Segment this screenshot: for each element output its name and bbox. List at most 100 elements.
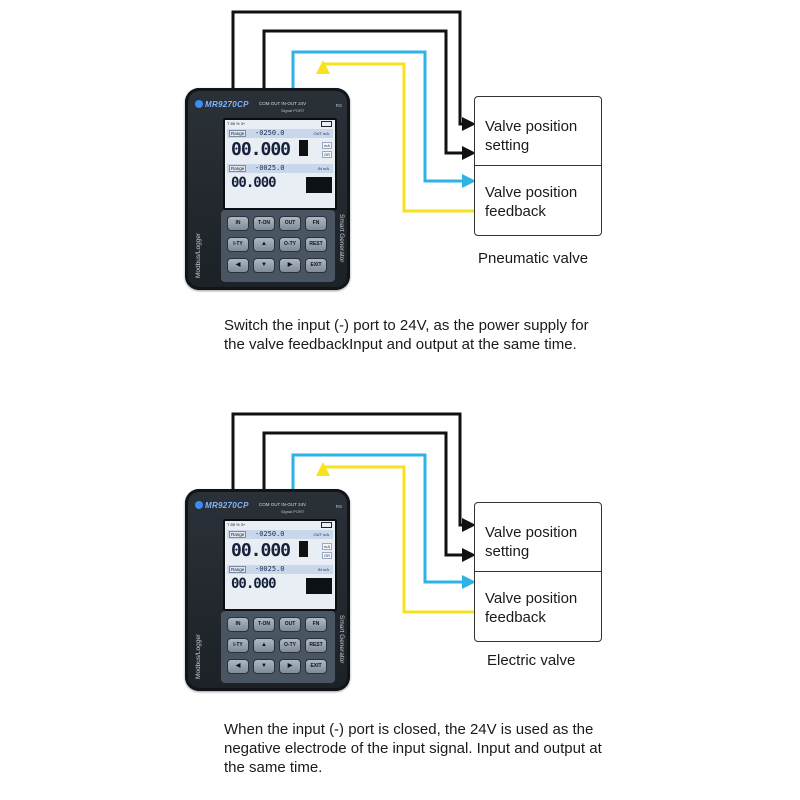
cursor-block	[299, 541, 308, 557]
arrow-feedback-in	[462, 575, 476, 589]
key-exit[interactable]: EXIT	[305, 659, 327, 674]
wire-black-inner	[262, 29, 468, 155]
arrow-feedback-out	[316, 462, 330, 476]
key-right-icon[interactable]: ▶	[279, 659, 301, 674]
valve-divider	[475, 165, 601, 166]
key-out[interactable]: OUT	[279, 216, 301, 231]
arrow-feedback-out	[316, 60, 330, 74]
device-screen: T 85 % 3+ Range -0250.0 OUT mA 00.000 mA…	[223, 118, 337, 210]
trend-graph	[306, 578, 332, 594]
unit-tag: mA	[322, 543, 332, 550]
valve-type-label: Electric valve	[487, 652, 576, 669]
key-exit[interactable]: EXIT	[305, 258, 327, 273]
wire-blue	[291, 50, 466, 183]
key-fn[interactable]: FN	[305, 216, 327, 231]
valve-divider	[475, 571, 601, 572]
key-in[interactable]: IN	[227, 617, 249, 632]
signal-generator-device: MR9270CP COM OUT IN-OUT 24V Signal PORT …	[185, 88, 350, 290]
keypad: IN T-ON OUT FN I-TY ▲ O-TY REST ◀ ▼ ▶ EX…	[221, 210, 335, 282]
range-label: Range	[229, 566, 247, 573]
key-rest[interactable]: REST	[305, 638, 327, 653]
status-bar: T 85 % 3+	[227, 522, 246, 527]
cursor-block	[299, 140, 308, 156]
side-label-right: Smart Generator	[338, 615, 345, 664]
key-rest[interactable]: REST	[305, 237, 327, 252]
key-i-ty[interactable]: I-TY	[227, 638, 249, 653]
key-up-icon[interactable]: ▲	[253, 237, 275, 252]
output-range-value: -0250.0	[255, 129, 285, 137]
range-label: Range	[229, 531, 247, 538]
key-out[interactable]: OUT	[279, 617, 301, 632]
input-unit: IN mA	[317, 567, 329, 572]
wiring-diagram	[231, 10, 476, 213]
arrow-setting-1	[462, 117, 476, 131]
output-unit: OUT mA	[313, 532, 329, 537]
key-fn[interactable]: FN	[305, 617, 327, 632]
side-label-left: Modbus/Logger	[195, 633, 202, 679]
valve-feedback-label: Valve position feedback	[485, 184, 578, 220]
valve-box: Valve position setting Valve position fe…	[474, 96, 602, 236]
valve-feedback-label: Valve position feedback	[485, 590, 578, 626]
wire-blue	[291, 453, 466, 584]
valve-box: Valve position setting Valve position fe…	[474, 502, 602, 642]
signal-generator-device: MR9270CP COM OUT IN-OUT 24V Signal PORT …	[185, 489, 350, 691]
valve-setting-label: Valve position setting	[485, 118, 578, 154]
key-i-ty[interactable]: I-TY	[227, 237, 249, 252]
output-reading: 00.000	[231, 139, 291, 160]
device-brand: MR9270CP	[205, 501, 249, 510]
arrow-setting-1	[462, 518, 476, 532]
key-right-icon[interactable]: ▶	[279, 258, 301, 273]
range-label: Range	[229, 130, 247, 137]
battery-icon	[321, 121, 332, 127]
key-o-ty[interactable]: O-TY	[279, 638, 301, 653]
panel-caption: When the input (-) port is closed, the 2…	[224, 721, 602, 776]
model-tag: RS	[335, 504, 342, 509]
input-unit: IN mA	[317, 166, 329, 171]
output-range-row: Range -0250.0 OUT mA	[227, 129, 333, 138]
model-tag: RS	[335, 103, 342, 108]
brand-logo-icon	[195, 100, 203, 108]
port-labels: COM OUT IN-OUT 24V	[259, 101, 307, 106]
arrow-setting-2	[462, 548, 476, 562]
side-label-right: Smart Generator	[338, 214, 345, 263]
arrow-setting-2	[462, 146, 476, 160]
key-in[interactable]: IN	[227, 216, 249, 231]
key-left-icon[interactable]: ◀	[227, 258, 249, 273]
trend-graph	[306, 177, 332, 193]
input-range-value: -0025.0	[255, 164, 285, 172]
output-reading: 00.000	[231, 540, 291, 561]
key-up-icon[interactable]: ▲	[253, 638, 275, 653]
key-o-ty[interactable]: O-TY	[279, 237, 301, 252]
input-range-row: Range -0025.0 IN mA	[227, 565, 333, 574]
side-label-left: Modbus/Logger	[195, 232, 202, 278]
wiring-panel-pneumatic: MR9270CP COM OUT IN-OUT 24V Signal PORT …	[185, 10, 602, 353]
wiring-diagram	[231, 412, 476, 614]
input-reading: 00.000	[231, 576, 277, 592]
output-range-row: Range -0250.0 OUT mA	[227, 530, 333, 539]
key-down-icon[interactable]: ▼	[253, 258, 275, 273]
input-reading: 00.000	[231, 175, 277, 191]
arrow-feedback-in	[462, 174, 476, 188]
wire-black-inner	[262, 431, 468, 557]
port-sublabel: Signal PORT	[281, 509, 305, 514]
valve-type-label: Pneumatic valve	[478, 250, 589, 267]
device-screen: T 85 % 3+ Range -0250.0 OUT mA 00.000 mA…	[223, 519, 337, 611]
key-t-on[interactable]: T-ON	[253, 617, 275, 632]
port-labels: COM OUT IN-OUT 24V	[259, 502, 307, 507]
port-sublabel: Signal PORT	[281, 108, 305, 113]
unit-tag: mA	[322, 142, 332, 149]
key-down-icon[interactable]: ▼	[253, 659, 275, 674]
device-brand: MR9270CP	[205, 100, 249, 109]
brand-logo-icon	[195, 501, 203, 509]
input-range-row: Range -0025.0 IN mA	[227, 164, 333, 173]
wiring-panel-electric: MR9270CP COM OUT IN-OUT 24V Signal PORT …	[0, 400, 800, 800]
status-bar: T 85 % 3+	[227, 121, 246, 126]
battery-icon	[321, 522, 332, 528]
key-t-on[interactable]: T-ON	[253, 216, 275, 231]
mode-tag: OR	[322, 552, 332, 559]
range-label: Range	[229, 165, 247, 172]
key-left-icon[interactable]: ◀	[227, 659, 249, 674]
valve-setting-label: Valve position setting	[485, 524, 578, 560]
panel-caption: Switch the input (-) port to 24V, as the…	[224, 317, 589, 353]
mode-tag: OR	[322, 151, 332, 158]
